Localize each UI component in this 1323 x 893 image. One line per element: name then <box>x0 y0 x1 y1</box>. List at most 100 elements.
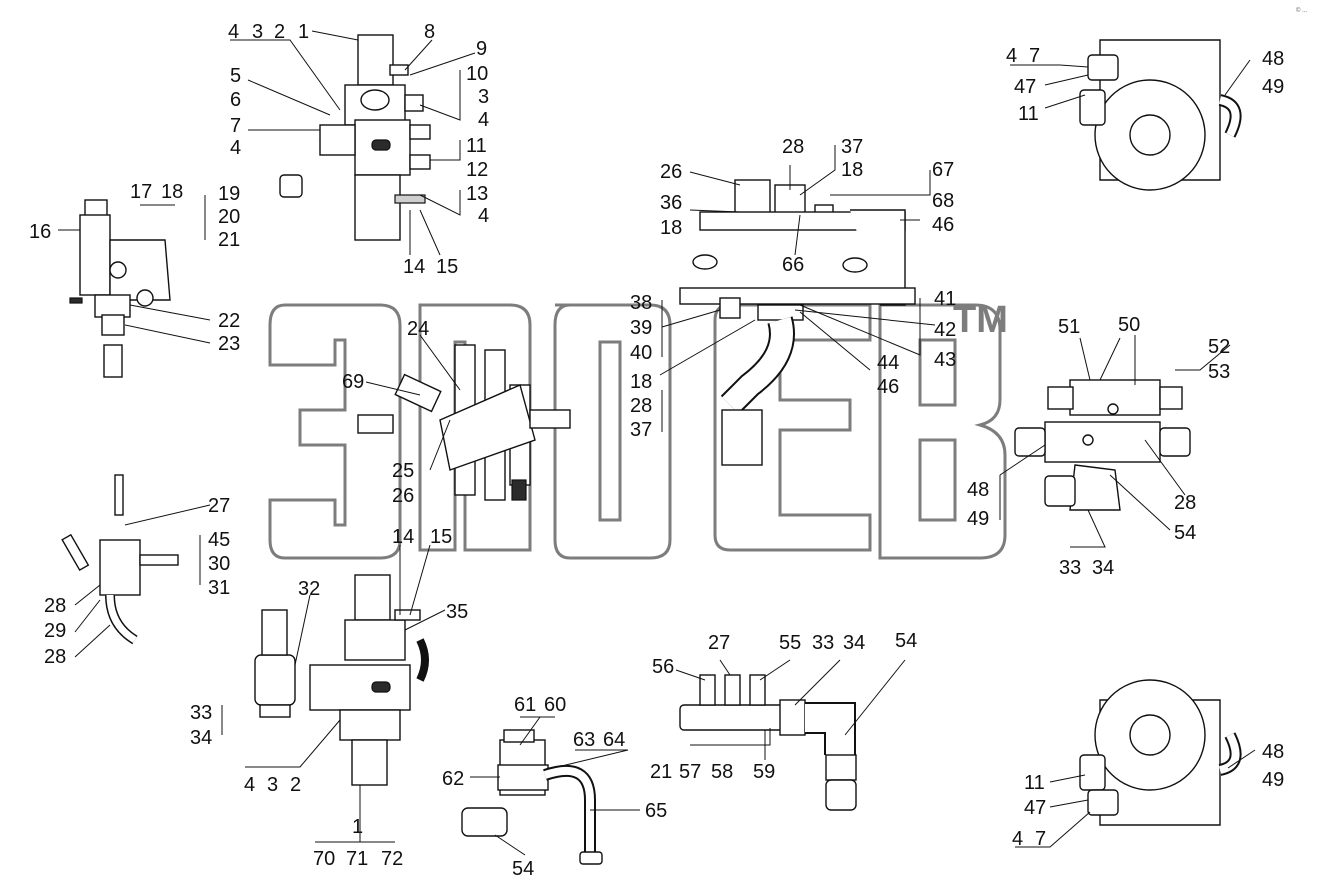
callout-c14: 11 <box>466 135 487 157</box>
callout-c111: 49 <box>1262 769 1284 791</box>
callout-c93: 54 <box>1174 522 1196 544</box>
corner-mark: © ... <box>1296 7 1307 14</box>
callout-c101: 54 <box>895 630 917 652</box>
callout-c48: 1 <box>352 816 363 838</box>
callout-c98: 55 <box>779 632 801 654</box>
control-block-left <box>69 199 171 378</box>
callout-labels: 4 3 2 1 8 9 10 3 4 5 6 7 4 11 12 13 4 14… <box>29 21 1284 880</box>
callout-c91: 49 <box>967 508 989 530</box>
bracket-assembly <box>679 179 916 466</box>
callout-c57: 65 <box>645 800 667 822</box>
callout-c9: 4 <box>478 109 489 131</box>
callout-c62: 18 <box>841 159 863 181</box>
callout-c96: 56 <box>652 656 674 678</box>
callout-c76: 46 <box>877 376 899 398</box>
callout-c3: 2 <box>274 21 285 43</box>
callout-c32: 27 <box>208 495 230 517</box>
callout-c41: 32 <box>298 578 320 600</box>
callout-c81: 7 <box>1029 45 1040 67</box>
callout-c56: 62 <box>442 768 464 790</box>
callout-c38: 28 <box>44 646 66 668</box>
cylinder-small <box>61 474 179 645</box>
callout-c78: 28 <box>630 395 652 417</box>
callout-c18: 14 <box>403 256 425 278</box>
callout-c88: 52 <box>1208 336 1230 358</box>
callout-c30: 25 <box>392 460 414 482</box>
callout-c15: 12 <box>466 159 488 181</box>
callout-c37: 29 <box>44 620 66 642</box>
callout-c25: 16 <box>29 221 51 243</box>
callout-c8: 3 <box>478 86 489 108</box>
callout-c13: 4 <box>230 137 241 159</box>
callout-c28: 24 <box>407 318 429 340</box>
callout-c89: 53 <box>1208 361 1230 383</box>
callout-c100: 34 <box>843 632 865 654</box>
callout-c39: 14 <box>392 526 414 548</box>
callout-c50: 71 <box>346 848 368 870</box>
callout-c90: 48 <box>967 479 989 501</box>
callout-c53: 60 <box>544 694 566 716</box>
callout-c102: 21 <box>650 761 672 783</box>
callout-c12: 7 <box>230 115 241 137</box>
callout-c67: 18 <box>660 217 682 239</box>
callout-c72: 41 <box>934 288 956 310</box>
pump-bottom-right <box>1079 679 1242 826</box>
callout-c105: 59 <box>753 761 775 783</box>
callout-c58: 54 <box>512 858 534 880</box>
callout-c36: 28 <box>44 595 66 617</box>
callout-c5: 8 <box>424 21 435 43</box>
callout-c95: 34 <box>1092 557 1114 579</box>
callout-c74: 43 <box>934 349 956 371</box>
callout-c60: 28 <box>782 136 804 158</box>
callout-c83: 11 <box>1018 103 1039 125</box>
callout-c87: 50 <box>1118 314 1140 336</box>
callout-c61: 37 <box>841 136 863 158</box>
callout-c103: 57 <box>679 761 701 783</box>
callout-c107: 47 <box>1024 797 1046 819</box>
callout-c2: 3 <box>252 21 263 43</box>
callout-c55: 64 <box>603 729 625 751</box>
callout-c46: 3 <box>267 774 278 796</box>
callout-c31: 26 <box>392 485 414 507</box>
callout-c59: 26 <box>660 161 682 183</box>
callout-c47: 2 <box>290 774 301 796</box>
callout-c85: 49 <box>1262 76 1284 98</box>
callout-c6: 9 <box>476 38 487 60</box>
callout-c92: 28 <box>1174 492 1196 514</box>
callout-c16: 13 <box>466 183 488 205</box>
callout-c71: 40 <box>630 342 652 364</box>
callout-c64: 68 <box>932 190 954 212</box>
callout-c40: 15 <box>430 526 452 548</box>
callout-c19: 15 <box>436 256 458 278</box>
callout-c110: 48 <box>1262 741 1284 763</box>
callout-c104: 58 <box>711 761 733 783</box>
callout-c97: 27 <box>708 632 730 654</box>
valve-rail <box>679 674 857 811</box>
callout-c75: 44 <box>877 352 899 374</box>
valve-assembly-bottom <box>254 574 429 786</box>
pump-top-right <box>1079 39 1242 191</box>
callout-c33: 45 <box>208 529 230 551</box>
callout-c49: 70 <box>313 848 335 870</box>
callout-c70: 39 <box>630 317 652 339</box>
callout-c69: 38 <box>630 292 652 314</box>
callout-c11: 6 <box>230 89 241 111</box>
callout-c86: 51 <box>1058 316 1080 338</box>
callout-c22: 19 <box>218 183 240 205</box>
callout-c27: 23 <box>218 333 240 355</box>
callout-c109: 7 <box>1035 828 1046 850</box>
callout-c80: 4 <box>1006 45 1017 67</box>
callout-c99: 33 <box>812 632 834 654</box>
block-with-hose <box>461 729 603 865</box>
callout-c34: 30 <box>208 553 230 575</box>
callout-c66: 36 <box>660 192 682 214</box>
callout-c79: 37 <box>630 419 652 441</box>
callout-c21: 18 <box>161 181 183 203</box>
leader-lines <box>58 30 1256 856</box>
callout-c84: 48 <box>1262 48 1284 70</box>
callout-c45: 4 <box>244 774 255 796</box>
callout-c24: 21 <box>218 229 240 251</box>
callout-c63: 67 <box>932 159 954 181</box>
callout-c20: 17 <box>130 181 152 203</box>
